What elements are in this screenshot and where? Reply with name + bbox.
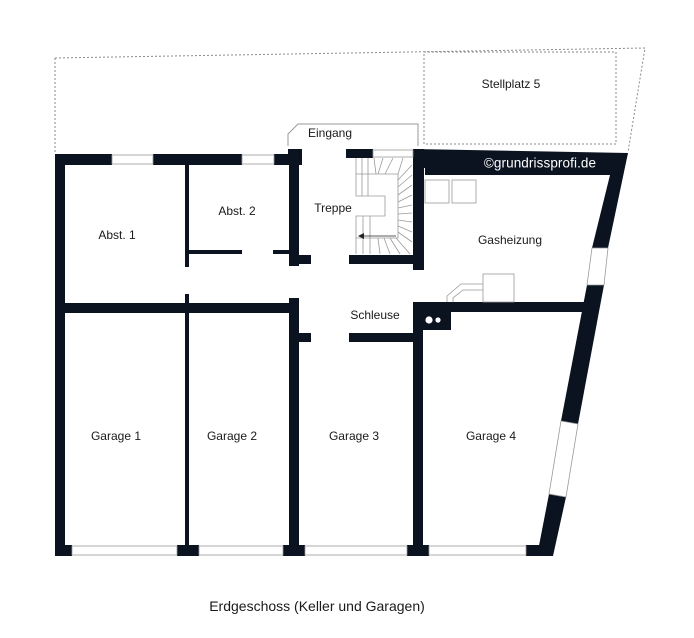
label-gasheizung: Gasheizung — [477, 233, 543, 247]
label-treppe: Treppe — [314, 201, 352, 215]
staircase — [355, 157, 413, 255]
property-outline — [54, 47, 646, 153]
label-abst-1: Abst. 1 — [98, 228, 136, 242]
label-garage-1: Garage 1 — [90, 429, 142, 443]
stellplatz-5-area — [423, 51, 617, 145]
label-garage-2: Garage 2 — [206, 429, 258, 443]
watermark: ©grundrissprofi.de — [483, 155, 597, 171]
entrance-canopy — [287, 123, 419, 146]
label-eingang: Eingang — [307, 126, 353, 140]
stair-direction-arrow-icon — [358, 233, 364, 239]
plan-caption: Erdgeschoss (Keller und Garagen) — [209, 598, 425, 614]
windows — [71, 149, 609, 556]
chimney-flue-icon — [425, 316, 433, 324]
chimney-flue-icon — [435, 317, 441, 323]
walls — [55, 149, 628, 556]
label-schleuse: Schleuse — [350, 308, 400, 322]
label-garage-4: Garage 4 — [465, 429, 517, 443]
label-stellplatz-5: Stellplatz 5 — [481, 77, 541, 91]
label-abst-2: Abst. 2 — [218, 204, 256, 218]
boiler-units — [424, 179, 515, 303]
label-garage-3: Garage 3 — [328, 429, 380, 443]
